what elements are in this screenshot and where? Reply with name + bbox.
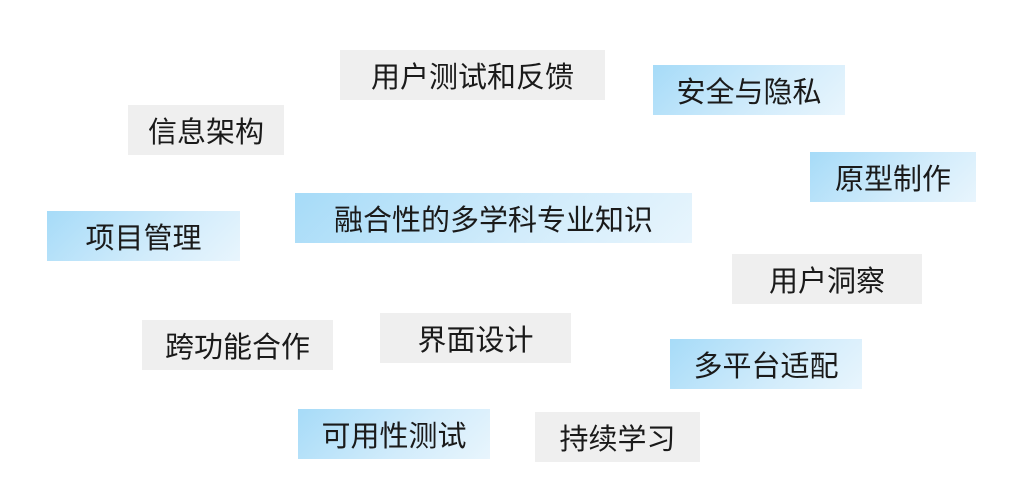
tag-security-privacy: 安全与隐私 xyxy=(653,65,845,115)
tag-prototyping: 原型制作 xyxy=(810,152,976,202)
tag-multi-platform: 多平台适配 xyxy=(670,339,862,389)
tag-interface-design: 界面设计 xyxy=(380,313,571,363)
tag-information-architecture: 信息架构 xyxy=(128,105,284,155)
tag-project-management: 项目管理 xyxy=(47,211,240,261)
tag-user-insight: 用户洞察 xyxy=(732,254,922,304)
tag-cross-functional-collaboration: 跨功能合作 xyxy=(142,320,333,370)
tag-user-testing-feedback: 用户测试和反馈 xyxy=(340,50,605,100)
tag-usability-testing: 可用性测试 xyxy=(298,409,490,459)
tag-continuous-learning: 持续学习 xyxy=(535,412,700,462)
tag-interdisciplinary-knowledge: 融合性的多学科专业知识 xyxy=(295,193,692,243)
